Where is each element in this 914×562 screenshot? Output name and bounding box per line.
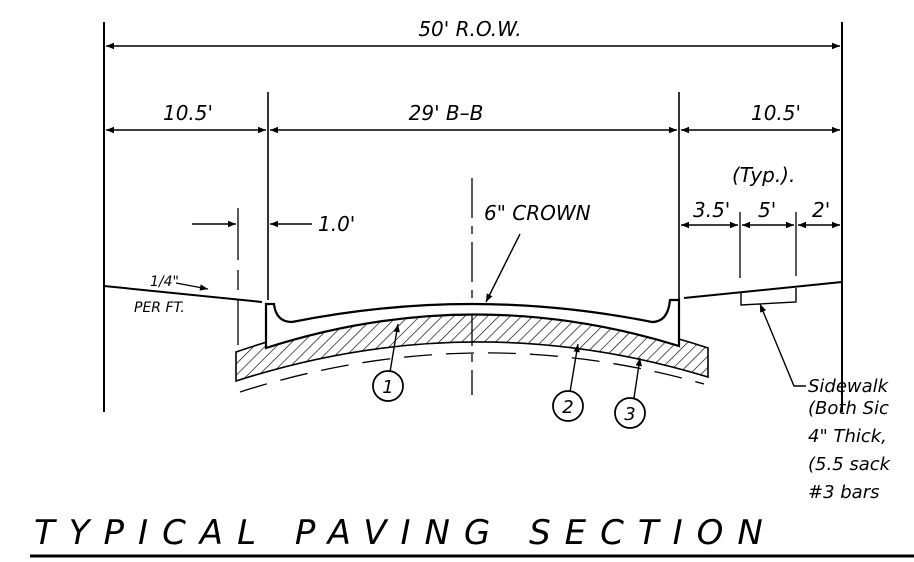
- typ-label: (Typ.).: [732, 163, 795, 187]
- sidewalk-slab: [740, 288, 797, 306]
- right-parkway-ground: [683, 281, 843, 299]
- callout-3-circle: [614, 397, 646, 429]
- walk-b-label: 5': [758, 198, 776, 222]
- slope-arrow: [175, 282, 209, 291]
- callout-1-leader: [389, 323, 400, 373]
- callout-2-circle: [552, 390, 584, 422]
- callout-3-leader: [633, 357, 642, 399]
- walk-a-label: 3.5': [693, 198, 730, 222]
- curb-offset-label: 1.0': [318, 212, 355, 236]
- left-parkway-ground: [103, 285, 263, 303]
- row-dimension-label: 50' R.O.W.: [418, 17, 521, 41]
- crown-label: 6" CROWN: [484, 201, 591, 225]
- subgrade-dash-line: [239, 352, 705, 393]
- slope-per-ft: PER FT.: [134, 300, 185, 316]
- sidewalk-leader: [759, 303, 806, 387]
- crown-leader: [485, 233, 521, 303]
- sidewalk-note-line-5: #3 bars: [808, 482, 880, 503]
- left-parkway-label: 10.5': [163, 101, 213, 125]
- pavement-section: [264, 298, 681, 350]
- right-parkway-label: 10.5': [751, 101, 801, 125]
- callout-3-label: 3: [624, 404, 635, 425]
- street-bb-label: 29' B–B: [409, 101, 484, 125]
- walk-c-label: 2': [812, 198, 830, 222]
- sidewalk-note-line-2: (Both Sic: [808, 398, 889, 419]
- sidewalk-note-line-1: Sidewalk: [808, 376, 890, 397]
- callout-1-circle: [372, 370, 404, 402]
- callout-2-leader: [569, 343, 580, 393]
- sidewalk-note-line-4: (5.5 sack: [808, 454, 892, 475]
- section-title: TYPICAL PAVING SECTION: [34, 513, 777, 553]
- callout-2-label: 2: [562, 397, 573, 418]
- sidewalk-note-line-3: 4" Thick,: [808, 426, 887, 447]
- slope-fraction: 1/4": [150, 274, 179, 290]
- callout-1-label: 1: [382, 377, 393, 398]
